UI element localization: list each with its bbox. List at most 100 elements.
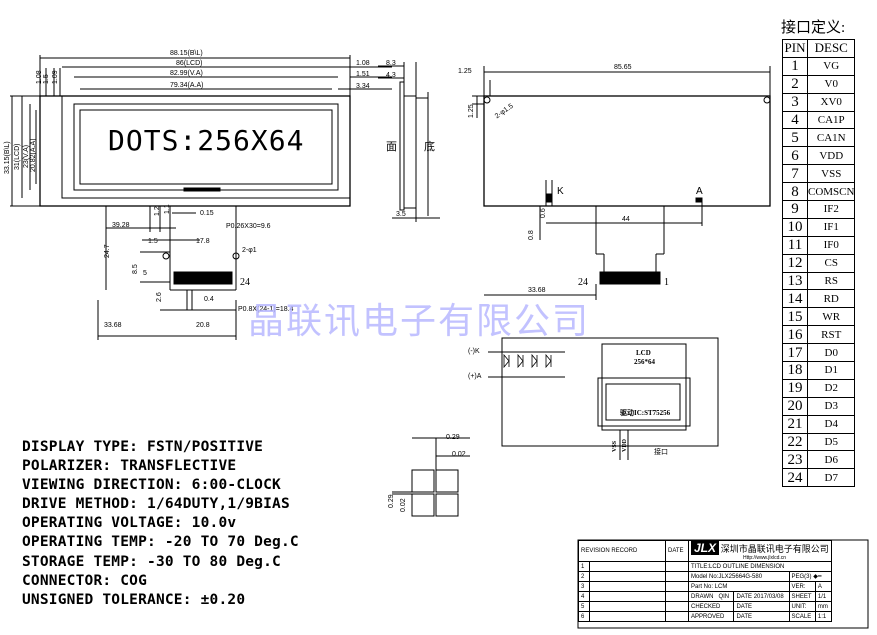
pin-number: 14	[782, 289, 808, 309]
tb-scale-label: SCALE	[788, 611, 816, 622]
dim-33-68: 33.68	[104, 322, 122, 329]
pin-number: 15	[782, 307, 808, 327]
side-dim-8-3: 8.3	[386, 60, 396, 67]
tb-title: TITLE:LCD OUTLINE DIMENSION	[688, 561, 832, 572]
pin-description: XV0	[806, 92, 856, 112]
dim-r2: 1.51	[356, 71, 370, 78]
pin-number: 22	[782, 432, 808, 452]
company-watermark: 晶联讯电子有限公司	[248, 301, 591, 342]
spec-operating-temp: OPERATING TEMP: -20 TO 70 Deg.C	[22, 534, 299, 550]
pin-description: COMSCN	[806, 182, 856, 202]
pin-description: D0	[806, 343, 856, 363]
dim-24-7: 24.7	[104, 244, 111, 258]
pin-number: 6	[782, 146, 808, 166]
side-face-label: 面	[386, 141, 397, 153]
projection-icon: ◆━	[813, 574, 822, 580]
pin-description: D1	[806, 361, 856, 380]
pin-description: IF2	[806, 200, 856, 219]
pin-number: 8	[782, 182, 808, 202]
tb-row-4: 4	[578, 591, 590, 602]
pin-number: 9	[782, 200, 808, 219]
back-dim-85-65: 85.65	[614, 64, 632, 71]
side-base-label: 底	[424, 141, 435, 153]
dim-0-15: 0.15	[200, 210, 214, 217]
pin-number: 17	[782, 343, 808, 363]
tb-row-1: 1	[578, 561, 590, 572]
circuit-lcd-label: LCD	[636, 349, 651, 357]
pixel-dim-0-29-a: 0.29	[446, 434, 460, 441]
pin-number: 24	[782, 468, 808, 488]
pin-number: 3	[782, 92, 808, 112]
dim-height-aa: 20.82(A.A)	[30, 138, 37, 172]
back-a-label: A	[696, 186, 703, 197]
back-pin-1: 1	[664, 277, 669, 288]
dim-0-4: 0.4	[204, 296, 214, 303]
pin-number: 1	[782, 56, 808, 76]
tb-date-header: DATE	[665, 540, 689, 562]
dim-1-1: 1.1	[164, 204, 171, 214]
tb-date-label-2: DATE	[733, 601, 790, 612]
tb-row-3: 3	[578, 581, 590, 592]
circuit-vdd: VDD	[622, 439, 628, 452]
tb-row-2: 2	[578, 571, 590, 582]
tb-scale: 1:1	[814, 611, 832, 622]
back-pin-24: 24	[578, 277, 588, 288]
tb-approved: APPROVED	[687, 611, 735, 622]
pin-description: RST	[806, 325, 856, 345]
pin-description: VG	[806, 56, 856, 76]
dim-1-5: 1.5	[148, 238, 158, 245]
dim-1-2: 1.2	[154, 206, 161, 216]
pin-number: 7	[782, 164, 808, 184]
dim-5: 5	[143, 270, 147, 277]
dim-phi1: 2-φ1	[242, 247, 257, 254]
pin-description: CA1N	[806, 128, 856, 148]
pin-number: 4	[782, 110, 808, 130]
pin-description: VDD	[806, 146, 856, 166]
tb-sheet: 1/1	[814, 591, 832, 602]
pin-number: 18	[782, 361, 808, 380]
pin-description: D3	[806, 396, 856, 416]
pin-description: VSS	[806, 164, 856, 184]
pin-description: CA1P	[806, 110, 856, 130]
back-k-label: K	[557, 186, 564, 197]
dim-pitch2: P0.8X(24-1)=18.4	[238, 306, 294, 313]
dim-39-28: 39.28	[112, 222, 130, 229]
pin-description: IF1	[806, 217, 856, 237]
pin-description: RD	[806, 289, 856, 309]
back-dim-44: 44	[622, 216, 630, 223]
pin-description: WR	[806, 307, 856, 327]
pin-number: 16	[782, 325, 808, 345]
spec-polarizer: POLARIZER: TRANSFLECTIVE	[22, 458, 237, 474]
tb-sheet-label: SHEET	[788, 591, 816, 602]
tb-checked: CHECKED	[687, 601, 735, 612]
side-dim-4-3: 4.3	[386, 72, 396, 79]
pin-description: IF0	[806, 235, 856, 255]
dim-l1: 1.08	[36, 70, 43, 84]
dim-width-aa: 79.34(A.A)	[170, 82, 204, 89]
tb-drawn-by: QIN	[718, 593, 730, 600]
tb-ver: A	[814, 581, 832, 592]
pin-description: D5	[806, 432, 856, 452]
pin-number: 5	[782, 128, 808, 148]
pin-number: 11	[782, 235, 808, 255]
back-dim-1-25-left: 1.25	[468, 104, 475, 118]
tb-date-value: 2017/03/08	[753, 593, 784, 600]
tb-part: Part No: LCM	[688, 581, 790, 592]
